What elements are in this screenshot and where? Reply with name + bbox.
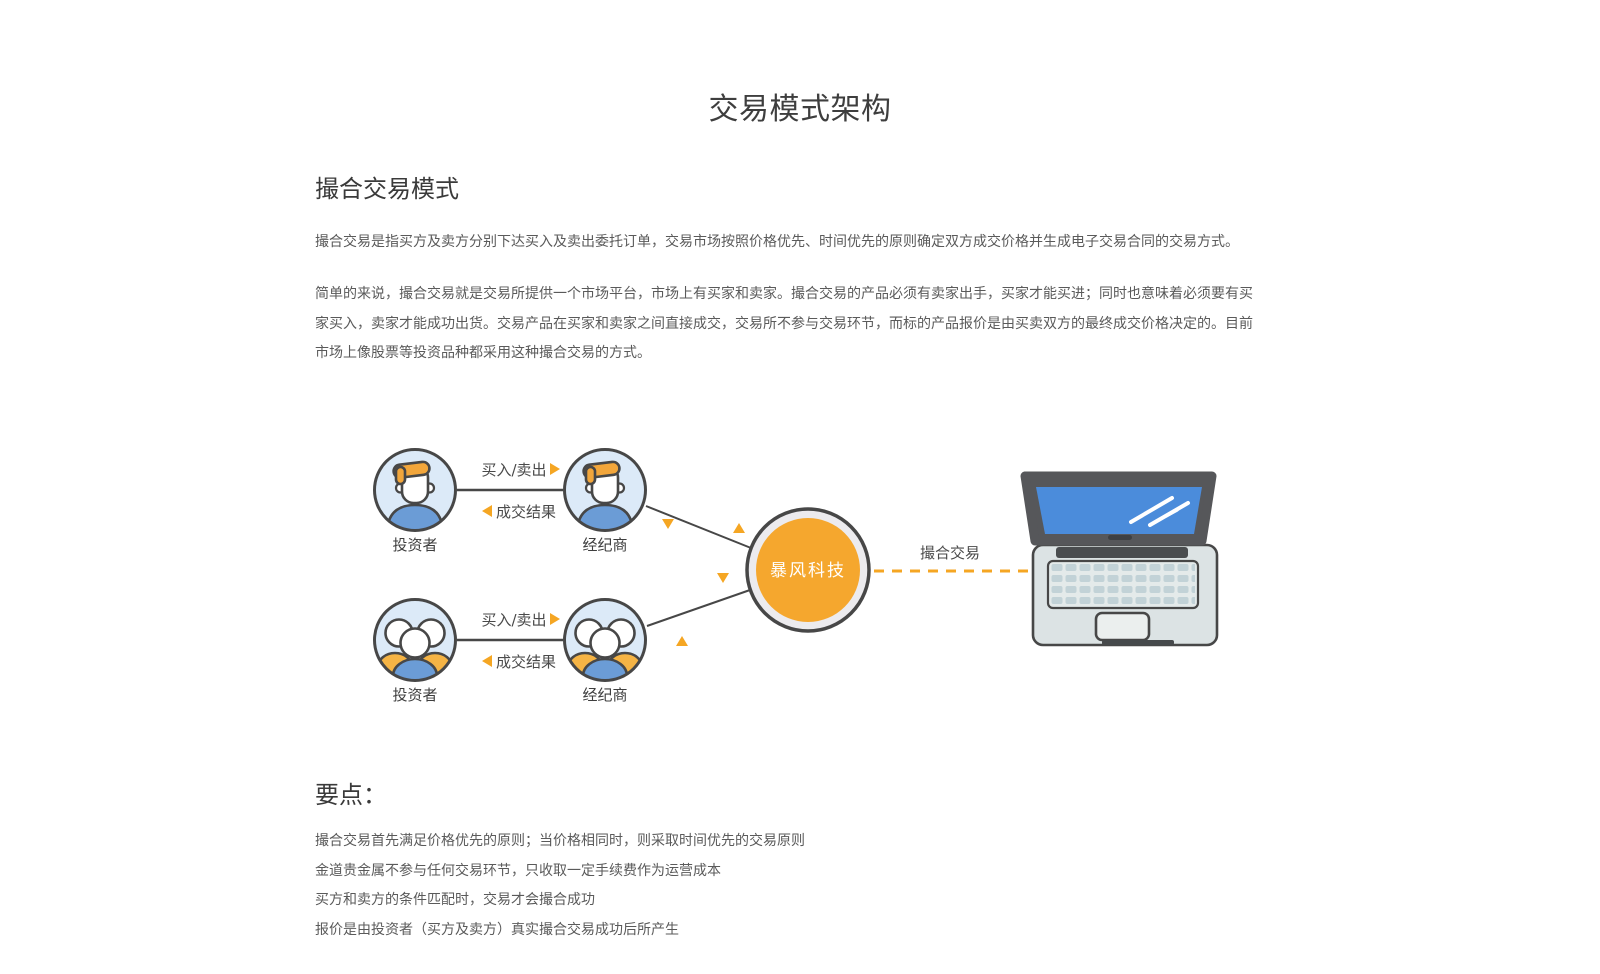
section-heading: 撮合交易模式 bbox=[315, 175, 459, 203]
section-paragraph: 简单的来说，撮合交易就是交易所提供一个市场平台，市场上有买家和卖家。撮合交易的产… bbox=[315, 286, 1253, 361]
arrow-left-icon bbox=[482, 505, 492, 517]
response-arrow-label: 成交结果 bbox=[496, 503, 556, 521]
trading-flow-diagram: 暴风科技 买入/卖出 成交结果 投资者 经纪商 买入/卖出 成交结果 投资者 经… bbox=[0, 430, 1219, 704]
keypoint-item: 金道贵金属不参与任何交易环节，只收取一定手续费作为运营成本 bbox=[315, 862, 721, 879]
broker-avatar-icon bbox=[565, 450, 646, 535]
investor-label: 投资者 bbox=[392, 536, 437, 554]
broker-platform-line bbox=[646, 589, 751, 627]
platform-circle: 暴风科技 bbox=[745, 507, 871, 633]
arrow-left-icon bbox=[482, 655, 492, 667]
matching-line-label: 撮合交易 bbox=[920, 544, 980, 562]
keypoint-item: 撮合交易首先满足价格优先的原则；当价格相同时，则采取时间优先的交易原则 bbox=[315, 833, 805, 849]
section-paragraph: 撮合交易是指买方及卖方分别下达买入及卖出委托订单，交易市场按照价格优先、时间优先… bbox=[315, 234, 1239, 250]
arrow-down-icon bbox=[662, 519, 674, 529]
investor-avatar-icon bbox=[375, 450, 456, 535]
broker-label: 经纪商 bbox=[582, 536, 627, 554]
request-arrow-label: 买入/卖出 bbox=[481, 611, 546, 629]
keypoints-heading: 要点： bbox=[315, 781, 387, 809]
arrow-right-icon bbox=[550, 613, 560, 625]
investor-label: 投资者 bbox=[392, 686, 437, 704]
response-arrow-label: 成交结果 bbox=[496, 653, 556, 671]
keypoints-list: 撮合交易首先满足价格优先的原则；当价格相同时，则采取时间优先的交易原则 金道贵金… bbox=[315, 827, 1315, 945]
broker-platform-line bbox=[645, 505, 752, 549]
keypoint-item: 报价是由投资者（买方及卖方）真实撮合交易成功后所产生 bbox=[315, 921, 679, 938]
arrow-down-icon bbox=[717, 573, 729, 583]
investors-group-avatar-icon bbox=[375, 600, 456, 694]
request-arrow-label: 买入/卖出 bbox=[481, 461, 546, 479]
arrow-up-icon bbox=[676, 636, 688, 646]
broker-label: 经纪商 bbox=[582, 686, 627, 704]
arrow-right-icon bbox=[550, 463, 560, 475]
arrow-up-icon bbox=[733, 523, 745, 533]
keypoint-item: 买方和卖方的条件匹配时，交易才会撮合成功 bbox=[315, 892, 595, 908]
page-title: 交易模式架构 bbox=[708, 92, 892, 127]
platform-circle-label: 暴风科技 bbox=[770, 561, 846, 581]
brokers-group-avatar-icon bbox=[565, 600, 646, 694]
laptop-icon bbox=[1020, 471, 1219, 647]
